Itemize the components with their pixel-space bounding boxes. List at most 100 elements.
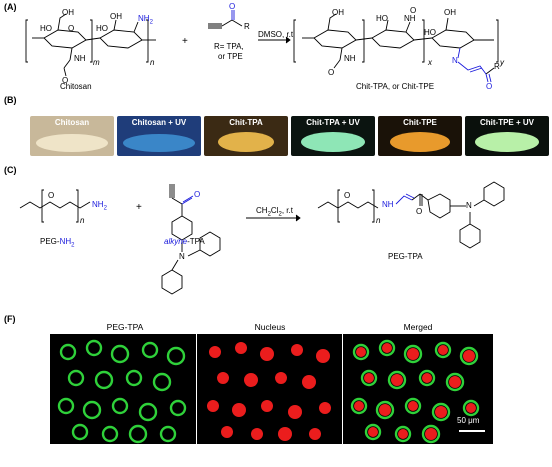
powder-chit-tpe-uv [475, 132, 539, 152]
photo-chit-tpe: Chit-TPE [378, 116, 462, 156]
peg-nh2: NH2 [92, 200, 107, 212]
image-merged: 50 μm [343, 334, 493, 444]
product-peg-o: O [344, 191, 351, 200]
photo-chit-tpe-uv: Chit-TPE + UV [465, 116, 549, 156]
photo-caption: Chitosan + UV [131, 118, 187, 127]
atom-nh2-amine: NH2 [138, 14, 153, 26]
image-peg-tpa [50, 334, 196, 444]
product-hn: N [452, 56, 458, 65]
enamine-product [395, 195, 413, 205]
product-ho-2: HO [376, 14, 388, 23]
product-o-acetyl-2: O [410, 6, 417, 15]
product-oh-1: OH [332, 8, 344, 17]
product-oh-3: OH [444, 8, 456, 17]
powder-chit-tpe [390, 132, 450, 152]
repeat-x: x [428, 58, 432, 67]
peg-product-chain [317, 201, 379, 209]
peg-nh2-label: PEG-NH2 [40, 237, 75, 249]
product-ring-3 [431, 29, 475, 49]
phenyl-c-1 [199, 231, 221, 257]
powder-chitosan [36, 134, 108, 152]
panel-label-c: (C) [4, 165, 17, 175]
product-ho-3: HO [424, 28, 436, 37]
panel-label-b: (B) [4, 95, 17, 105]
photo-caption: Chit-TPE [403, 118, 437, 127]
plus-sign-c: + [136, 202, 142, 213]
phenyl-product-1 [483, 181, 505, 207]
atom-nh-1: NH [74, 54, 86, 63]
product-peg-n-repeat: n [376, 216, 381, 225]
photo-chit-tpa: Chit-TPA [204, 116, 288, 156]
benzene-product [427, 193, 451, 219]
atom-oh-2: OH [110, 12, 122, 21]
repeat-m: m [93, 58, 100, 67]
atom-ho-2: HO [96, 24, 108, 33]
product-nh: NH [382, 200, 394, 209]
product-c-o: O [416, 207, 423, 216]
powder-chit-tpa [218, 132, 274, 152]
acetamide-bond [69, 47, 73, 61]
photo-caption: Chit-TPE + UV [479, 118, 534, 127]
acetyl [63, 59, 71, 77]
product-o-acetyl: O [328, 68, 335, 77]
scale-bar [459, 430, 485, 432]
ketone-chain [221, 19, 243, 27]
r-group-label: R= TPA, [214, 42, 244, 51]
chitosan-label: Chitosan [60, 82, 92, 91]
alkyne-triple-c [169, 184, 175, 198]
enaminone-chain [457, 61, 487, 75]
panel-label-f: (F) [4, 314, 16, 324]
scheme-a-structures [25, 10, 499, 83]
ch2oh-2 [113, 19, 117, 31]
alkyne-o: O [194, 190, 201, 199]
image-nucleus [197, 334, 342, 444]
plus-sign-a: + [182, 36, 188, 47]
product-nh-1: NH [344, 54, 356, 63]
alkyne-tpa-label: alkyne-TPA [164, 237, 205, 246]
photo-caption: Chitosan [54, 118, 90, 127]
r-group-label-2: or TPE [218, 52, 243, 61]
repeat-y: y [500, 58, 504, 67]
ketone-c [171, 197, 183, 216]
conditions-c: CH2Cl2, r.t [256, 206, 293, 218]
scale-bar-label: 50 μm [457, 416, 480, 425]
atom-r: R [244, 22, 250, 31]
peg-tpa-label: PEG-TPA [388, 252, 423, 261]
peg-chain [19, 201, 91, 209]
product-o-ketone: O [486, 82, 493, 91]
caption-peg-tpa: PEG-TPA [106, 322, 144, 332]
glycosidic-bond-1 [85, 37, 101, 41]
panel-label-a: (A) [4, 2, 17, 12]
product-name-a: Chit-TPA, or Chit-TPE [356, 82, 435, 91]
product-ring-2 [371, 29, 415, 49]
repeat-n: n [150, 58, 155, 67]
photo-caption: Chit-TPA + UV [306, 118, 360, 127]
atom-ho-1: HO [40, 24, 52, 33]
atom-o-1: O [68, 24, 75, 33]
photo-chitosan-uv: Chitosan + UV [117, 116, 201, 156]
peg-n-repeat: n [80, 216, 85, 225]
product-nh-2: NH [404, 14, 416, 23]
atom-o-acetyl: O [62, 76, 69, 85]
alkyne-triple-bond [208, 23, 222, 29]
green-cells [57, 339, 187, 444]
powder-chitosan-uv [123, 134, 195, 152]
conditions-a: DMSO, r.t [258, 30, 294, 39]
ch2oh-1 [57, 13, 67, 31]
phenyl-c-2 [161, 269, 183, 295]
photo-caption: Chit-TPA [229, 118, 263, 127]
atom-o-ketone: O [229, 2, 236, 11]
caption-merged: Merged [403, 322, 433, 332]
caption-nucleus: Nucleus [254, 322, 286, 332]
merged-cells [350, 339, 485, 444]
phenyl-product-2 [459, 223, 481, 249]
alkyne-n: N [179, 252, 185, 261]
photo-chit-tpa-uv: Chit-TPA + UV [291, 116, 375, 156]
product-r: R [494, 62, 500, 71]
product-ring-1 [313, 29, 357, 49]
powder-chit-tpa-uv [301, 132, 365, 152]
red-nuclei [207, 342, 331, 441]
amine-bond [133, 21, 139, 33]
carbonyl-double-bond [231, 10, 235, 20]
peg-o: O [48, 191, 55, 200]
